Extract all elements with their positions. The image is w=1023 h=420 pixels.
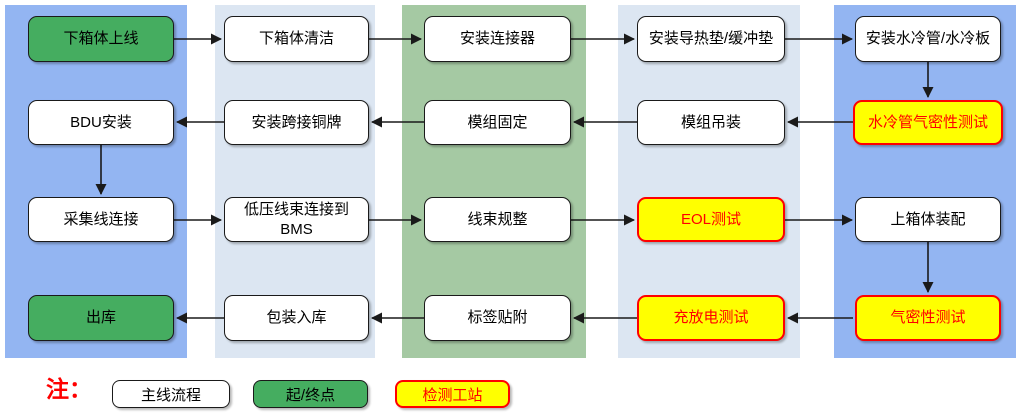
node-lower-box-cleaning: 下箱体清洁 [224, 16, 369, 62]
node-label-attach: 标签贴附 [424, 295, 571, 341]
node-airtight-test: 气密性测试 [855, 295, 1001, 341]
node-install-connector: 安装连接器 [424, 16, 571, 62]
legend-start-end: 起/终点 [253, 380, 368, 408]
node-collection-wire-connect: 采集线连接 [28, 197, 174, 242]
node-charge-discharge-test: 充放电测试 [637, 295, 785, 341]
node-cooling-pipe-airtight-test: 水冷管气密性测试 [853, 100, 1003, 145]
node-harness-arrangement: 线束规整 [424, 197, 571, 242]
legend-main-process: 主线流程 [112, 380, 230, 408]
node-install-thermal-pad: 安装导热垫/缓冲垫 [637, 16, 785, 62]
node-install-jumper-busbar: 安装跨接铜牌 [224, 100, 369, 145]
legend-test-station: 检测工站 [395, 380, 510, 408]
node-module-fixing: 模组固定 [424, 100, 571, 145]
node-lower-box-online: 下箱体上线 [28, 16, 174, 62]
node-lv-harness-to-bms: 低压线束连接到BMS [224, 197, 369, 242]
legend-note-label: 注： [46, 376, 92, 402]
node-eol-test: EOL测试 [637, 197, 785, 242]
node-outbound: 出库 [28, 295, 174, 341]
node-packing-warehouse: 包装入库 [224, 295, 369, 341]
node-install-cooling-pipe: 安装水冷管/水冷板 [855, 16, 1001, 62]
node-bdu-install: BDU安装 [28, 100, 174, 145]
node-upper-box-assembly: 上箱体装配 [855, 197, 1001, 242]
node-module-hoisting: 模组吊装 [637, 100, 785, 145]
